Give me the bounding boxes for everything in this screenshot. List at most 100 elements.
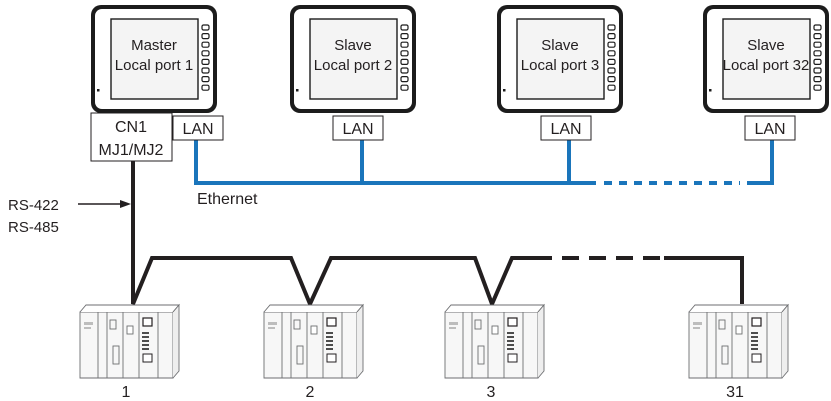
rs-arrow-head	[120, 200, 131, 208]
function-key[interactable]	[400, 32, 409, 40]
function-key[interactable]	[607, 41, 616, 48]
power-indicator	[296, 89, 299, 92]
plc-io-terminal	[326, 340, 333, 342]
function-key[interactable]	[201, 58, 210, 66]
function-key[interactable]	[813, 32, 822, 40]
plc-side-edge	[537, 303, 545, 379]
function-key[interactable]	[813, 50, 822, 57]
plc-io-terminal	[326, 336, 333, 338]
plc-power-label	[693, 327, 700, 329]
plc-cpu-led	[293, 319, 301, 330]
connector-mj-label: MJ1/MJ2	[99, 142, 164, 159]
function-key[interactable]	[201, 75, 210, 83]
plc-io-terminal	[142, 336, 149, 338]
plc-io-terminal	[326, 348, 333, 350]
plc-31: 31	[688, 303, 789, 401]
plc-comm-port	[310, 325, 318, 335]
display-screen	[722, 18, 811, 100]
connector-box	[90, 112, 173, 162]
plc-io-indicator	[142, 353, 153, 363]
plc-cpu-slot	[721, 345, 729, 365]
power-indicator	[97, 89, 100, 92]
plc-power-label	[268, 327, 275, 329]
lan-box	[332, 115, 384, 141]
function-key[interactable]	[400, 58, 409, 66]
plc-2: 2	[263, 303, 364, 401]
function-key[interactable]	[201, 84, 210, 91]
display-port-label: Local port 2	[314, 57, 392, 74]
plc-top-edge	[79, 304, 180, 313]
plc-cpu-slot	[296, 345, 304, 365]
plc-power-label	[84, 322, 93, 325]
plc-io-terminal	[751, 332, 758, 334]
plc-cpu-led	[109, 319, 117, 330]
plc-io-indicator	[751, 353, 762, 363]
plc-comm-port	[126, 325, 134, 335]
function-key[interactable]	[607, 24, 616, 31]
plc-io-terminal	[751, 340, 758, 342]
function-key[interactable]	[201, 32, 210, 40]
function-key[interactable]	[400, 67, 409, 74]
display-screen	[516, 18, 605, 100]
function-key[interactable]	[400, 84, 409, 91]
plc-power-label	[84, 327, 91, 329]
lan-box	[172, 115, 224, 141]
function-key[interactable]	[813, 75, 822, 83]
function-key[interactable]	[607, 58, 616, 66]
lan-label: LAN	[182, 121, 213, 138]
lan-box	[744, 115, 796, 141]
function-key[interactable]	[400, 24, 409, 31]
function-key[interactable]	[201, 67, 210, 74]
plc-chassis	[263, 311, 358, 379]
plc-1: 1	[79, 303, 180, 401]
serial-line-end	[664, 256, 744, 304]
lan-label: LAN	[754, 121, 785, 138]
plc-top-edge	[263, 304, 364, 313]
function-key[interactable]	[813, 67, 822, 74]
plc-side-edge	[356, 303, 364, 379]
plc-io-terminal	[507, 336, 514, 338]
rs-485-label: RS-485	[8, 219, 59, 236]
serial-bus: RS-422 RS-485	[8, 160, 744, 310]
plc-io-connector	[326, 317, 337, 327]
plc-cpu-slot	[477, 345, 485, 365]
function-key[interactable]	[813, 41, 822, 48]
ethernet-line-solid	[194, 140, 596, 185]
display-role-label: Slave	[334, 37, 372, 54]
function-key[interactable]	[201, 24, 210, 31]
plc-io-terminal	[142, 332, 149, 334]
function-key[interactable]	[813, 58, 822, 66]
function-key[interactable]	[201, 41, 210, 48]
plc-chassis	[444, 311, 539, 379]
function-key[interactable]	[607, 67, 616, 74]
plc-power-label	[693, 322, 702, 325]
display-role-label: Master	[131, 37, 177, 54]
function-key[interactable]	[813, 84, 822, 91]
plc-top-edge	[444, 304, 545, 313]
display-screen	[110, 18, 199, 100]
function-key[interactable]	[400, 41, 409, 48]
plc-io-terminal	[142, 348, 149, 350]
plc-io-terminal	[507, 332, 514, 334]
plc-cpu-led	[474, 319, 482, 330]
plc-power-label	[449, 322, 458, 325]
display-screen	[309, 18, 398, 100]
plc-top-edge	[688, 304, 789, 313]
function-key[interactable]	[607, 32, 616, 40]
function-key[interactable]	[400, 50, 409, 57]
plc-io-terminal	[326, 332, 333, 334]
function-key[interactable]	[400, 75, 409, 83]
plc-chassis	[79, 311, 174, 379]
plc-number-label: 1	[122, 384, 131, 401]
plc-power-label	[449, 327, 456, 329]
function-key[interactable]	[607, 75, 616, 83]
plc-io-indicator	[507, 353, 518, 363]
function-key[interactable]	[607, 50, 616, 57]
ethernet-line-end	[747, 140, 774, 185]
function-key[interactable]	[201, 50, 210, 57]
function-key[interactable]	[607, 84, 616, 91]
function-key[interactable]	[813, 24, 822, 31]
